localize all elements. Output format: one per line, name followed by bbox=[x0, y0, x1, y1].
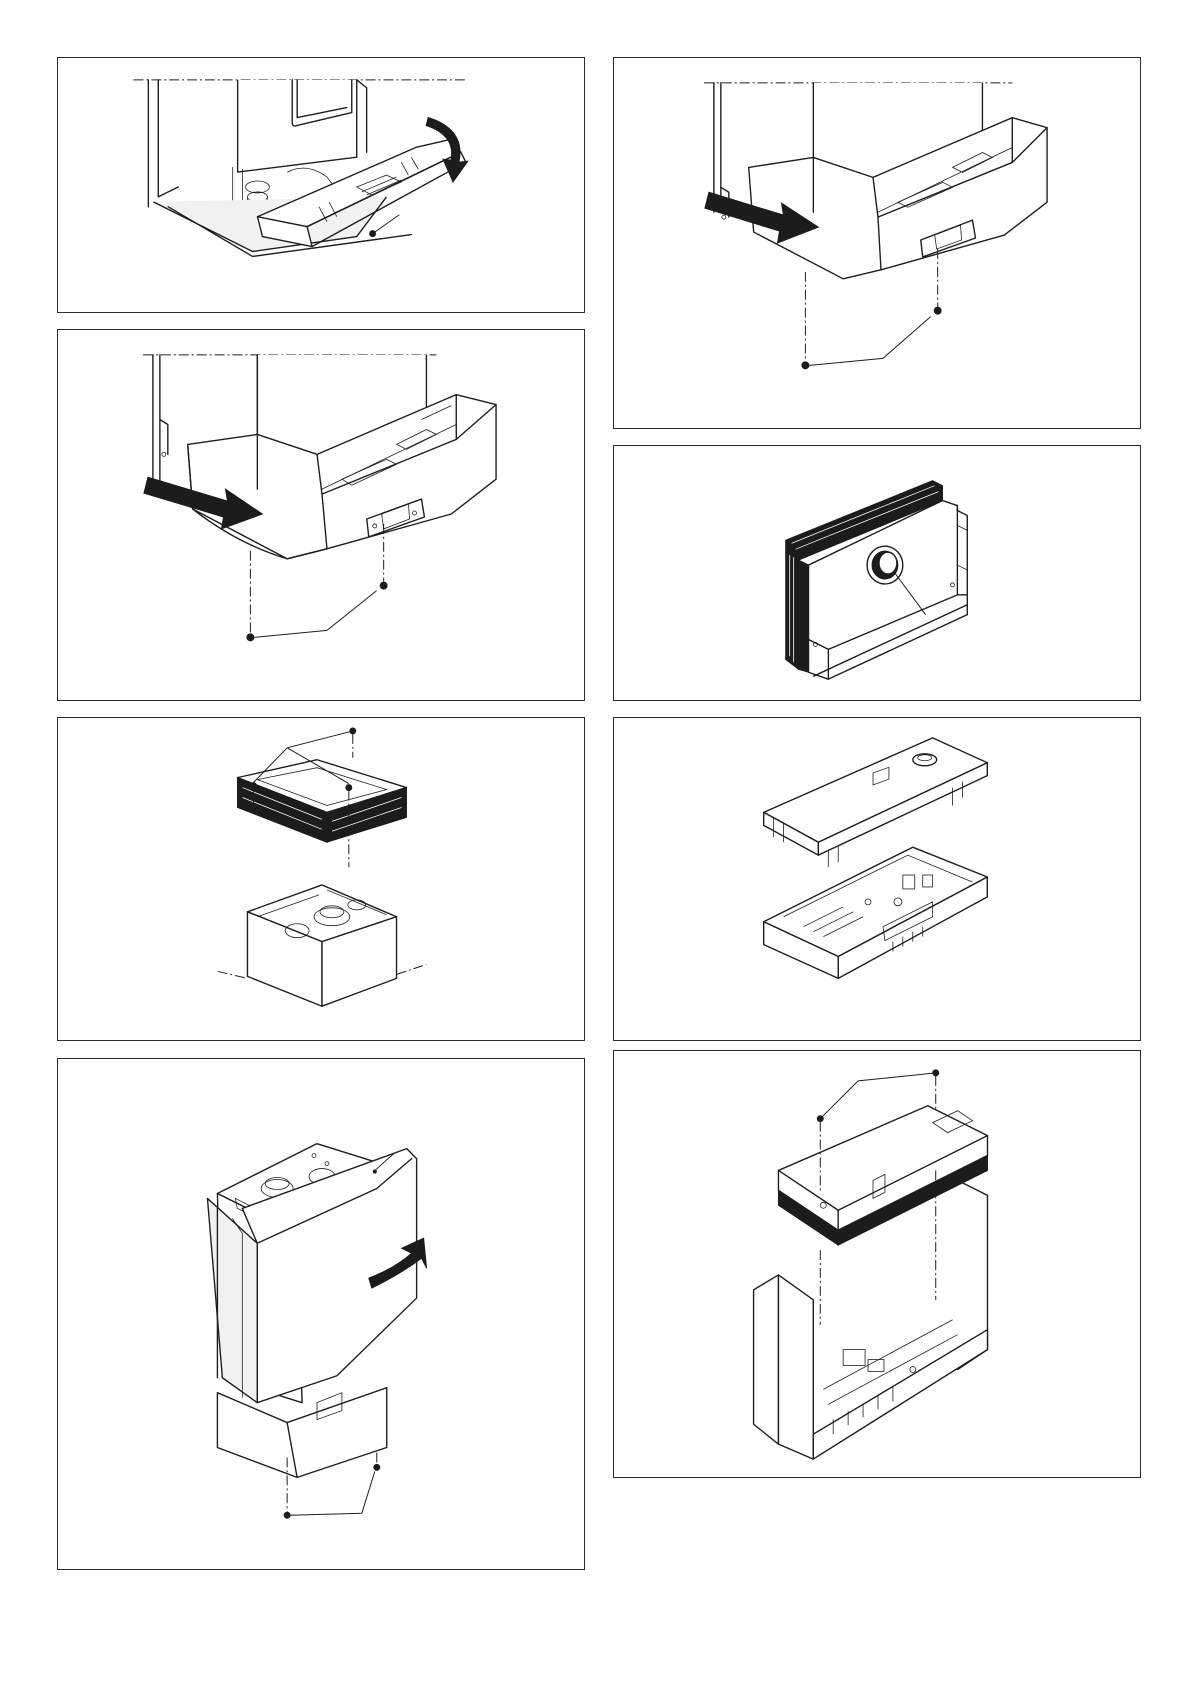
figure-panel-lower-cover-pull bbox=[57, 329, 585, 701]
figure-panel-insulation bbox=[613, 445, 1141, 701]
screw-icon bbox=[284, 1512, 290, 1518]
figure-panel-control-box-open bbox=[613, 717, 1141, 1041]
front-casing-tilt-illustration bbox=[58, 1059, 584, 1569]
heat-exchanger-lift-illustration bbox=[58, 718, 584, 1040]
control-box-open-illustration bbox=[614, 718, 1140, 1040]
figure-panel-control-box-cover bbox=[613, 1050, 1141, 1478]
screw-icon bbox=[247, 634, 254, 641]
insulation-panel-illustration bbox=[614, 446, 1140, 700]
screw-icon bbox=[380, 582, 387, 589]
figure-panel-front-casing bbox=[57, 1058, 585, 1570]
figure-panel-heat-exchanger bbox=[57, 717, 585, 1041]
boiler-lower-section-illustration bbox=[58, 58, 584, 312]
boiler-front-cover-illustration bbox=[58, 330, 584, 700]
screw-icon bbox=[250, 783, 256, 789]
screw-icon bbox=[346, 785, 352, 791]
boiler-cover-screws-illustration bbox=[614, 58, 1140, 428]
figure-panel-lower-cover-tilt bbox=[57, 57, 585, 313]
screw-icon bbox=[934, 307, 941, 314]
screw-icon bbox=[802, 362, 809, 369]
screw-icon bbox=[374, 1464, 380, 1470]
control-box-cover-remove-illustration bbox=[614, 1051, 1140, 1477]
figure-panel-lower-cover-screws bbox=[613, 57, 1141, 429]
